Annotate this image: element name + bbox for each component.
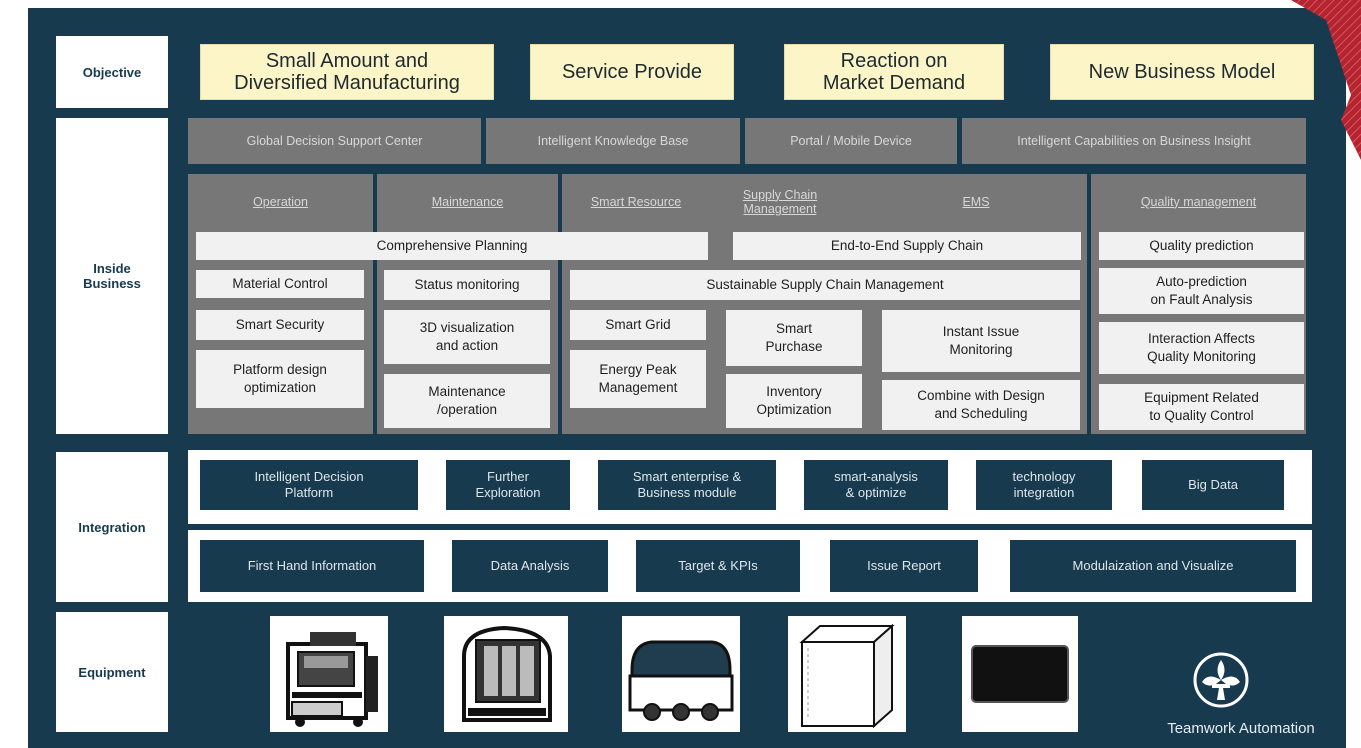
box-smart-security: Smart Security [196,310,364,340]
box-energy-peak: Energy Peak Management [570,350,706,408]
panel-icon [971,645,1069,703]
divider [481,118,486,164]
integration-smart-analysis: smart-analysis & optimize [804,460,948,510]
column-smart-resource: Smart Resource [590,194,682,209]
integration-modulaization: Modulaization and Visualize [1010,540,1296,592]
column-ems: EMS [962,194,990,209]
divider [740,118,745,164]
integration-decision-platform: Intelligent Decision Platform [200,460,418,510]
box-equipment-related: Equipment Related to Quality Control [1099,384,1304,430]
box-interaction-quality: Interaction Affects Quality Monitoring [1099,322,1304,374]
integration-technology: technology integration [976,460,1112,510]
box-auto-prediction: Auto-prediction on Fault Analysis [1099,268,1304,314]
column-divider [558,174,562,434]
box-material-control: Material Control [196,270,364,298]
divider [957,118,962,164]
row-label-objective: Objective [56,36,168,108]
integration-smart-enterprise: Smart enterprise & Business module [598,460,776,510]
machine-icon [286,632,378,727]
row-label-equipment: Equipment [56,612,168,732]
equipment-machine-2 [444,616,568,732]
box-combine-design: Combine with Design and Scheduling [882,380,1080,430]
cabinet-icon [799,623,895,729]
column-divider [1087,174,1091,434]
box-sustainable-supply-chain: Sustainable Supply Chain Management [570,270,1080,300]
integration-issue-report: Issue Report [830,540,978,592]
integration-first-hand: First Hand Information [200,540,424,592]
column-supply-chain: Supply Chain Management [742,187,818,216]
agv-icon [628,640,734,721]
column-divider [373,174,377,434]
box-maintenance-operation: Maintenance /operation [384,374,550,428]
divider-bar [188,164,1306,174]
integration-big-data: Big Data [1142,460,1284,510]
column-maintenance: Maintenance [431,194,504,209]
box-smart-purchase: Smart Purchase [726,310,862,366]
row-label-integration: Integration [56,452,168,602]
box-comprehensive-planning: Comprehensive Planning [196,232,708,260]
box-smart-grid: Smart Grid [570,310,706,340]
objective-service-provide: Service Provide [530,44,734,100]
box-status-monitoring: Status monitoring [384,270,550,300]
objective-market-demand: Reaction on Market Demand [784,44,1004,100]
corner-stripe-decoration [1291,0,1361,160]
equipment-cabinet [788,616,906,732]
box-instant-issue: Instant Issue Monitoring [882,310,1080,372]
equipment-machine-1 [270,616,388,732]
box-quality-prediction: Quality prediction [1099,232,1304,260]
equipment-agv [622,616,740,732]
gray-knowledge-base: Intelligent Knowledge Base [537,133,689,148]
integration-further-exploration: Further Exploration [446,460,570,510]
column-quality-management: Quality management [1140,194,1257,209]
gray-business-insight: Intelligent Capabilities on Business Ins… [1017,133,1251,148]
box-platform-design: Platform design optimization [196,350,364,408]
gray-global-decision: Global Decision Support Center [246,133,423,148]
column-operation: Operation [253,194,308,209]
box-inventory-optimization: Inventory Optimization [726,374,862,428]
equipment-panel [962,616,1078,732]
teamwork-logo [1186,650,1256,714]
objective-new-business-model: New Business Model [1050,44,1314,100]
integration-data-analysis: Data Analysis [452,540,608,592]
box-3d-visualization: 3D visualization and action [384,310,550,364]
row-label-inside-business: Inside Business [56,118,168,434]
box-end-to-end: End-to-End Supply Chain [733,232,1081,260]
machine-icon [462,625,552,722]
gray-portal-mobile: Portal / Mobile Device [790,133,912,148]
logo-text: Teamwork Automation [1167,720,1315,737]
fleur-de-lis-icon [1193,652,1249,708]
integration-target-kpis: Target & KPIs [636,540,800,592]
objective-small-amount: Small Amount and Diversified Manufacturi… [200,44,494,100]
